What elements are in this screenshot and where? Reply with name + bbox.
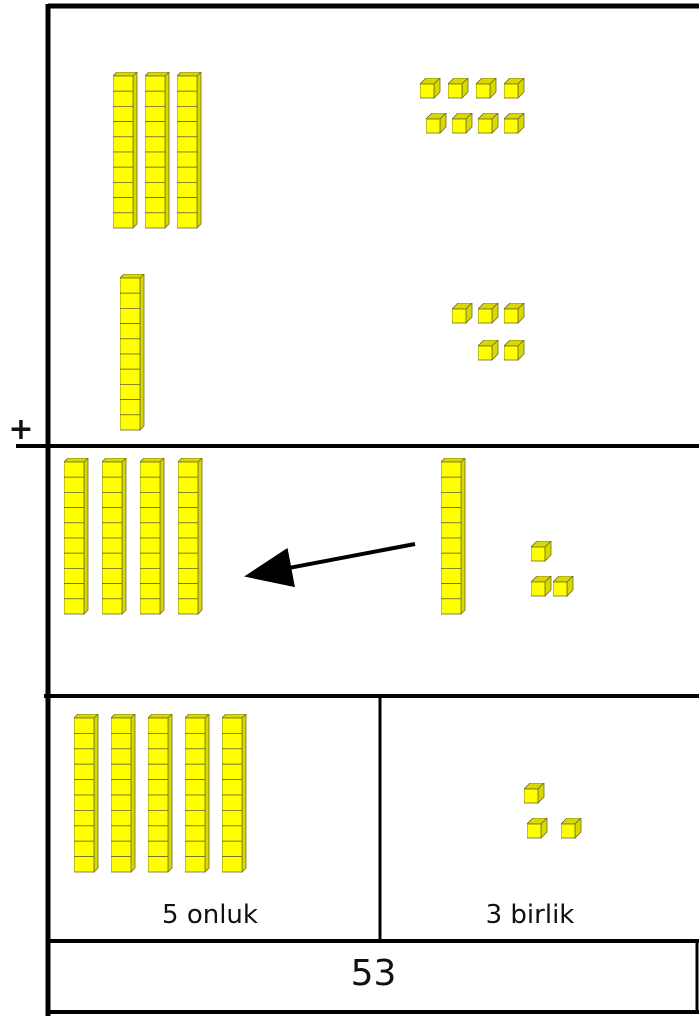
- unit-cube-icon: [504, 303, 526, 325]
- unit-cube-icon: [478, 303, 500, 325]
- unit-cube-icon: [527, 818, 549, 840]
- unit-cube-icon: [452, 113, 474, 135]
- ten-rod-icon: [111, 714, 139, 876]
- unit-cube-icon: [452, 303, 474, 325]
- ten-rod-icon: [177, 72, 205, 232]
- ten-rod-icon: [120, 274, 148, 434]
- result-value: 53: [48, 953, 699, 994]
- unit-cube-icon: [426, 113, 448, 135]
- ten-rod-icon: [148, 714, 176, 876]
- ten-rod-icon: [64, 458, 92, 618]
- unit-cube-icon: [476, 78, 498, 100]
- unit-cube-icon: [561, 818, 583, 840]
- result-tens-label: 5 onluk: [120, 900, 300, 930]
- ten-rod-icon: [74, 714, 102, 876]
- ten-rod-icon: [441, 458, 469, 618]
- ten-rod-icon: [102, 458, 130, 618]
- ten-rod-icon: [222, 714, 250, 876]
- unit-cube-icon: [448, 78, 470, 100]
- unit-cube-icon: [531, 541, 553, 563]
- ten-rod-icon: [178, 458, 206, 618]
- ten-rod-icon: [140, 458, 168, 618]
- unit-cube-icon: [478, 113, 500, 135]
- unit-cube-icon: [504, 78, 526, 100]
- plus-sign: +: [6, 412, 36, 447]
- unit-cube-icon: [524, 783, 546, 805]
- result-ones-label: 3 birlik: [440, 900, 620, 930]
- ten-rod-icon: [185, 714, 213, 876]
- unit-cube-icon: [420, 78, 442, 100]
- unit-cube-icon: [504, 113, 526, 135]
- unit-cube-icon: [478, 340, 500, 362]
- ten-rod-icon: [113, 72, 141, 232]
- ten-rod-icon: [145, 72, 173, 232]
- unit-cube-icon: [531, 576, 553, 598]
- unit-cube-icon: [504, 340, 526, 362]
- unit-cube-icon: [553, 576, 575, 598]
